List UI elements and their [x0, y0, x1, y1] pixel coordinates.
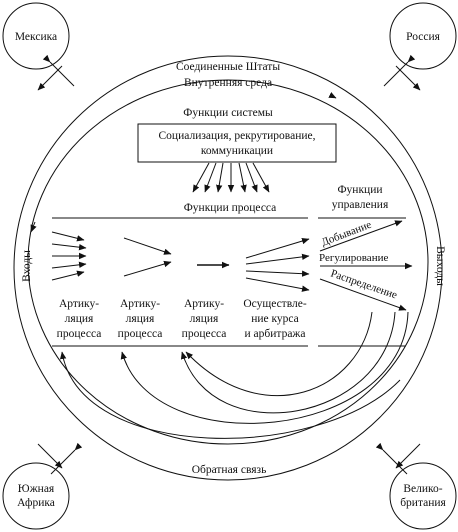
arrow — [245, 253, 310, 265]
feedback-arrows — [59, 311, 409, 439]
arrow — [395, 65, 421, 91]
system-functions-box — [137, 123, 337, 163]
country-label-line2: британия — [400, 497, 446, 509]
system-functions-line2: коммуникации — [201, 145, 273, 157]
arrow — [51, 243, 87, 251]
arrow — [238, 162, 247, 193]
distribution-arrow — [319, 278, 407, 311]
process-column-line2: ляция — [65, 313, 94, 325]
process-column-line1: Артику- — [59, 298, 99, 310]
international-exchange-arrows — [37, 54, 421, 475]
process-column-line2: ляция — [190, 313, 219, 325]
country-circle — [389, 2, 457, 70]
arrow — [51, 231, 85, 242]
arrow — [51, 270, 85, 281]
arrow — [123, 260, 172, 277]
aggregation-arrows — [123, 237, 172, 277]
feedback-curve — [120, 311, 409, 424]
process-column-line3: процесса — [118, 328, 163, 340]
control-distribution-label: Распределение — [329, 267, 399, 301]
process-column-line3: и арбитража — [245, 328, 306, 340]
arrow — [252, 162, 270, 193]
implementation-arrows — [245, 237, 310, 292]
feedback-curve — [185, 311, 373, 397]
country-circle — [2, 2, 70, 70]
arrow — [216, 162, 224, 193]
country-circle — [389, 462, 457, 530]
arrow — [245, 277, 310, 292]
process-column-line3: процесса — [57, 328, 102, 340]
process-column-line1: Артику- — [184, 298, 224, 310]
country-label-line1: Велико- — [403, 483, 442, 495]
input-arrows — [51, 231, 87, 281]
arrow — [42, 54, 75, 87]
extraction-arrow — [319, 220, 403, 252]
process-column-4: Осуществле- ние курса и арбитража — [243, 298, 307, 340]
system-functions-title: Функции системы — [183, 107, 273, 119]
control-functions-title-line2: управления — [332, 199, 389, 211]
flow-arrowhead-left — [30, 221, 37, 233]
process-column-line1: Артику- — [120, 298, 160, 310]
process-column-line1: Осуществле- — [243, 298, 307, 310]
process-column-2: Артику- ляция процесса — [118, 298, 163, 340]
arrow — [383, 54, 416, 87]
feedback-curve — [59, 351, 401, 439]
outputs-label: Выходы — [434, 246, 446, 286]
country-label-line1: Южная — [18, 483, 55, 495]
environment-country-label: Соединенные Штаты — [176, 61, 280, 73]
system-flow-loop — [27, 79, 429, 445]
country-mexico: Мексика — [2, 2, 70, 70]
process-column-line2: ляция — [126, 313, 155, 325]
arrow — [395, 443, 421, 469]
inputs-label: Входы — [21, 250, 33, 282]
process-column-line3: процесса — [182, 328, 227, 340]
process-column-line2: ние курса — [251, 313, 299, 325]
arrow — [245, 162, 258, 193]
arrow — [37, 65, 63, 91]
process-functions-title: Функции процесса — [184, 202, 277, 214]
country-circle — [2, 462, 70, 530]
arrow — [123, 237, 172, 255]
country-label-line2: Африка — [17, 497, 55, 509]
arrow — [245, 237, 310, 259]
control-functions: Добывание Регулирование Распределение — [319, 219, 413, 311]
flow-arrowhead-top — [328, 92, 337, 99]
arrow — [375, 442, 408, 475]
process-column-3: Артику- ляция процесса — [182, 298, 227, 340]
country-great-britain: Велико- британия — [389, 462, 457, 530]
control-extraction-label: Добывание — [320, 219, 373, 249]
arrow — [192, 162, 210, 193]
country-label: Россия — [406, 31, 441, 43]
process-column-1: Артику- ляция процесса — [57, 298, 102, 340]
arrow — [37, 443, 63, 469]
country-label: Мексика — [15, 31, 57, 43]
inner-environment-label: Внутренняя среда — [184, 77, 272, 89]
feedback-curve — [180, 311, 396, 414]
arrow — [204, 162, 217, 193]
country-russia: Россия — [389, 2, 457, 70]
feedback-label: Обратная связь — [192, 464, 267, 476]
arrow — [51, 261, 87, 269]
environment-boundary — [13, 55, 443, 481]
system-functions-line1: Социализация, рекрутирование, — [159, 130, 316, 142]
system-functions-fan-arrows — [192, 162, 270, 193]
control-regulation-label: Регулирование — [319, 252, 388, 264]
arrow — [50, 442, 83, 475]
arrow — [245, 270, 310, 277]
control-functions-title-line1: Функции — [337, 184, 382, 196]
country-south-africa: Южная Африка — [2, 462, 70, 530]
